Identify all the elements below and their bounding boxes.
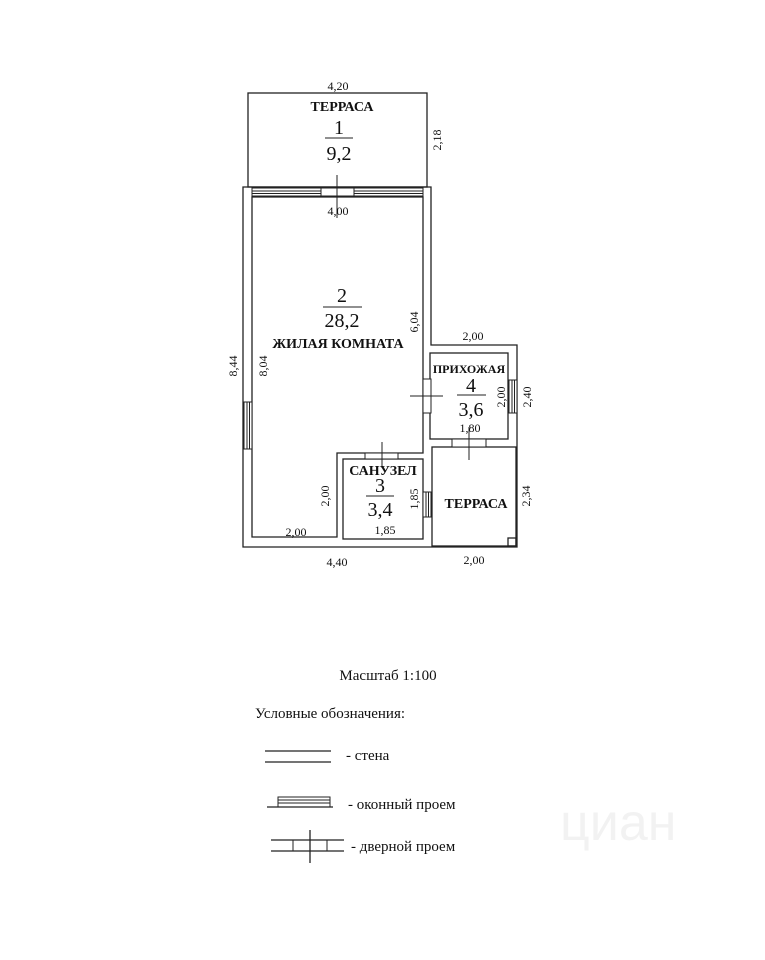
dim-bath-height: 1,85 [407, 489, 421, 510]
room-area-3: 3,4 [368, 499, 393, 521]
room-name-terrace-bottom: ТЕРРАСА [445, 497, 509, 512]
dim-living-width: 4,00 [328, 204, 349, 218]
room-area-2: 28,2 [325, 310, 360, 332]
window-left [243, 401, 253, 450]
dim-hall-width: 1,80 [460, 421, 481, 435]
room-area-1: 9,2 [327, 143, 352, 165]
column [507, 537, 517, 547]
dim-bath-width: 1,85 [375, 523, 396, 537]
door-bathroom [364, 442, 399, 468]
dim-overall-bottom: 4,40 [327, 555, 348, 569]
legend-title: Условные обозначения: [255, 706, 405, 722]
scale-label: Масштаб 1:100 [339, 668, 436, 684]
dim-terrace-depth: 2,18 [430, 130, 444, 151]
window-hallway [508, 379, 518, 414]
room-number-3: 3 [375, 475, 385, 497]
room-number-4: 4 [466, 375, 476, 397]
window-bathroom [422, 491, 432, 518]
dim-living-right: 6,04 [407, 312, 421, 333]
room-name-terrace-top: ТЕРРАСА [311, 100, 375, 115]
dim-overall-left: 8,44 [226, 356, 240, 377]
dim-hall-inner-height: 2,00 [494, 387, 508, 408]
room-number-1: 1 [334, 117, 344, 139]
legend-window-label: - оконный проем [348, 797, 456, 813]
dim-living-bottom: 2,00 [286, 525, 307, 539]
living-room-inner-wall [251, 196, 424, 538]
watermark: циан [560, 794, 676, 852]
legend-wall-label: - стена [346, 748, 390, 764]
dim-hall-outer-height: 2,40 [520, 387, 534, 408]
legend-wall-symbol [265, 750, 331, 763]
dim-hall-top: 2,00 [463, 329, 484, 343]
room-name-hallway: ПРИХОЖАЯ [433, 362, 506, 376]
legend-door-label: - дверной проем [351, 839, 456, 855]
dim-terrace-bottom: 2,00 [464, 553, 485, 567]
legend-window-symbol [267, 796, 333, 808]
dim-bath-left: 2,00 [318, 486, 332, 507]
door-living-hallway [410, 378, 443, 414]
room-name-bathroom: САНУЗЕЛ [349, 464, 417, 479]
room-area-4: 3,6 [459, 399, 484, 421]
outer-wall [242, 186, 518, 548]
door-hallway-terrace [451, 427, 487, 460]
dim-terrace-width: 4,20 [328, 79, 349, 93]
dim-living-height: 8,04 [256, 356, 270, 377]
room-number-2: 2 [337, 285, 347, 307]
legend-door-symbol [271, 830, 344, 863]
room-name-living: ЖИЛАЯ КОМНАТА [272, 337, 404, 352]
dim-terrace-right: 2,34 [519, 486, 533, 507]
